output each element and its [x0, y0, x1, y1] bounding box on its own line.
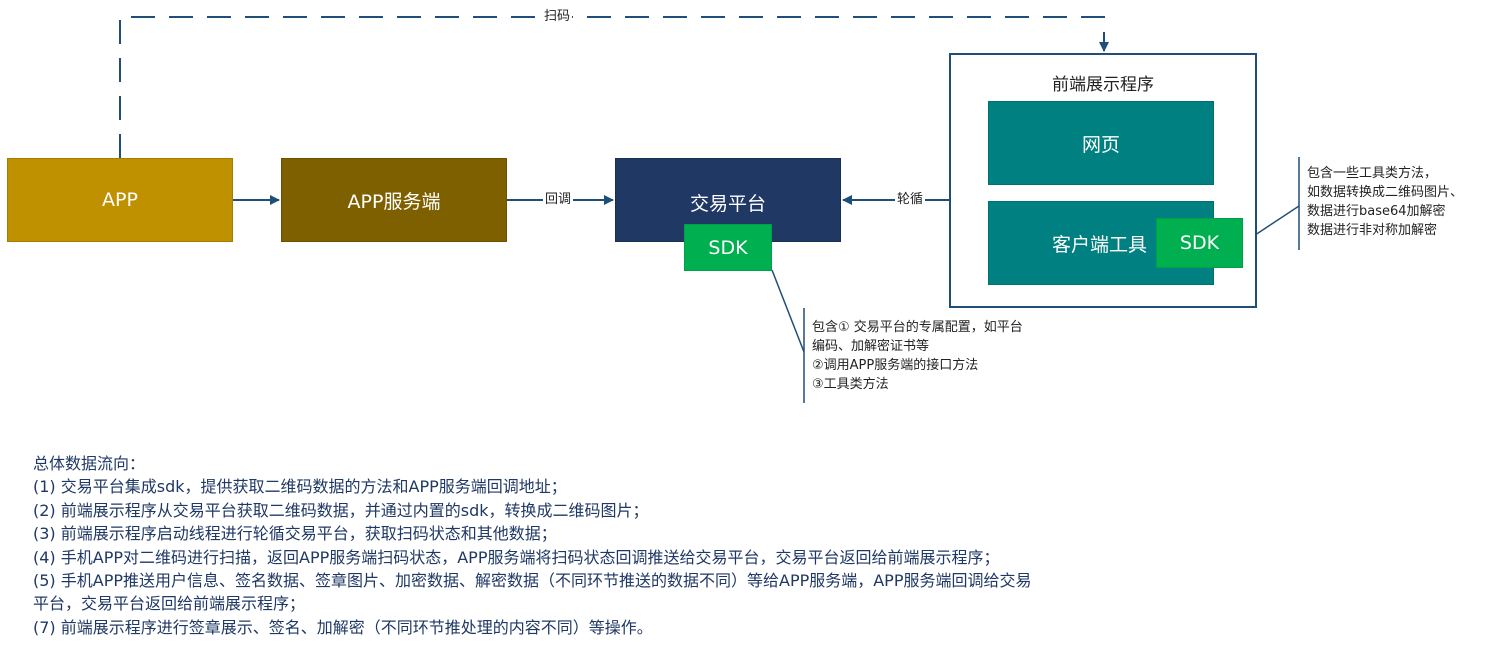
summary-line: (3) 前端展示程序启动线程进行轮循交易平台，获取扫码状态和其他数据；: [33, 524, 557, 544]
summary-line: (2) 前端展示程序从交易平台获取二维码数据，并通过内置的sdk，转换成二维码图…: [33, 500, 649, 520]
app-node: APP: [7, 158, 233, 242]
client-sdk-node: SDK: [1156, 218, 1243, 268]
callback-edge-label: 回调: [543, 192, 574, 208]
note-line: 编码、加解密证书等: [812, 339, 930, 354]
client-tool-node-label: 客户端工具: [1052, 233, 1148, 256]
note-line: 如数据转换成二维码图片、: [1307, 185, 1464, 200]
scan-edge: [119, 16, 1109, 158]
note-line: 包含① 交易平台的专属配置，如平台: [812, 320, 1023, 335]
client-sdk-node-label: SDK: [1179, 232, 1220, 254]
frontend-program-title: 前端展示程序: [1052, 75, 1154, 95]
summary-line: (7) 前端展示程序进行签章展示、签名、加解密（不同环节推处理的内容不同）等操作…: [33, 617, 653, 637]
summary-line: (1) 交易平台集成sdk，提供获取二维码数据的方法和APP服务端回调地址；: [33, 477, 567, 497]
note-line: 数据进行base64加解密: [1307, 204, 1446, 219]
trade-sdk-node-label: SDK: [708, 236, 748, 259]
note-line: ③工具类方法: [812, 377, 889, 392]
note-line: 数据进行非对称加解密: [1307, 223, 1438, 238]
summary-line: 平台，交易平台返回给前端展示程序；: [33, 594, 306, 614]
app-server-node: APP服务端: [281, 158, 507, 242]
summary-line: (5) 手机APP推送用户信息、签名数据、签章图片、加密数据、解密数据（不同环节…: [33, 571, 1032, 591]
trade-platform-node-label: 交易平台: [689, 193, 766, 215]
poll-edge-label: 轮循: [895, 192, 926, 208]
note-line: ②调用APP服务端的接口方法: [812, 358, 979, 373]
trade-sdk-node: SDK: [684, 224, 772, 271]
web-node-label: 网页: [1081, 133, 1120, 156]
data-flow-summary: 总体数据流向： (1) 交易平台集成sdk，提供获取二维码数据的方法和APP服务…: [33, 452, 1031, 639]
trade-sdk-callout-leader: [771, 269, 805, 353]
client-sdk-note: 包含一些工具类方法， 如数据转换成二维码图片、 数据进行base64加解密 数据…: [1307, 164, 1463, 240]
trade-sdk-note: 包含① 交易平台的专属配置，如平台 编码、加解密证书等 ②调用APP服务端的接口…: [812, 318, 1023, 394]
scan-edge-label: 扫码: [542, 9, 573, 25]
summary-title: 总体数据流向：: [33, 454, 146, 473]
app-server-node-label: APP服务端: [347, 190, 441, 213]
summary-line: (4) 手机APP对二维码进行扫描，返回APP服务端扫码状态，APP服务端将扫码…: [33, 547, 1000, 567]
web-node: 网页: [988, 101, 1214, 185]
app-node-label: APP: [102, 189, 138, 211]
note-line: 包含一些工具类方法，: [1307, 166, 1438, 181]
